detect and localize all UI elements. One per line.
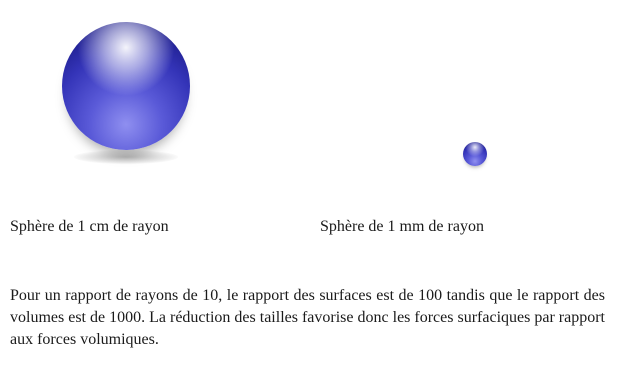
small-sphere-caption: Sphère de 1 mm de rayon [320,218,484,235]
large-sphere-caption: Sphère de 1 cm de rayon [10,218,169,235]
large-sphere-image [62,22,190,150]
small-sphere-image [463,142,487,166]
sphere-figure [62,22,487,166]
body-paragraph: Pour un rapport de rayons de 10, le rapp… [10,287,605,348]
large-sphere-shadow [74,150,178,164]
